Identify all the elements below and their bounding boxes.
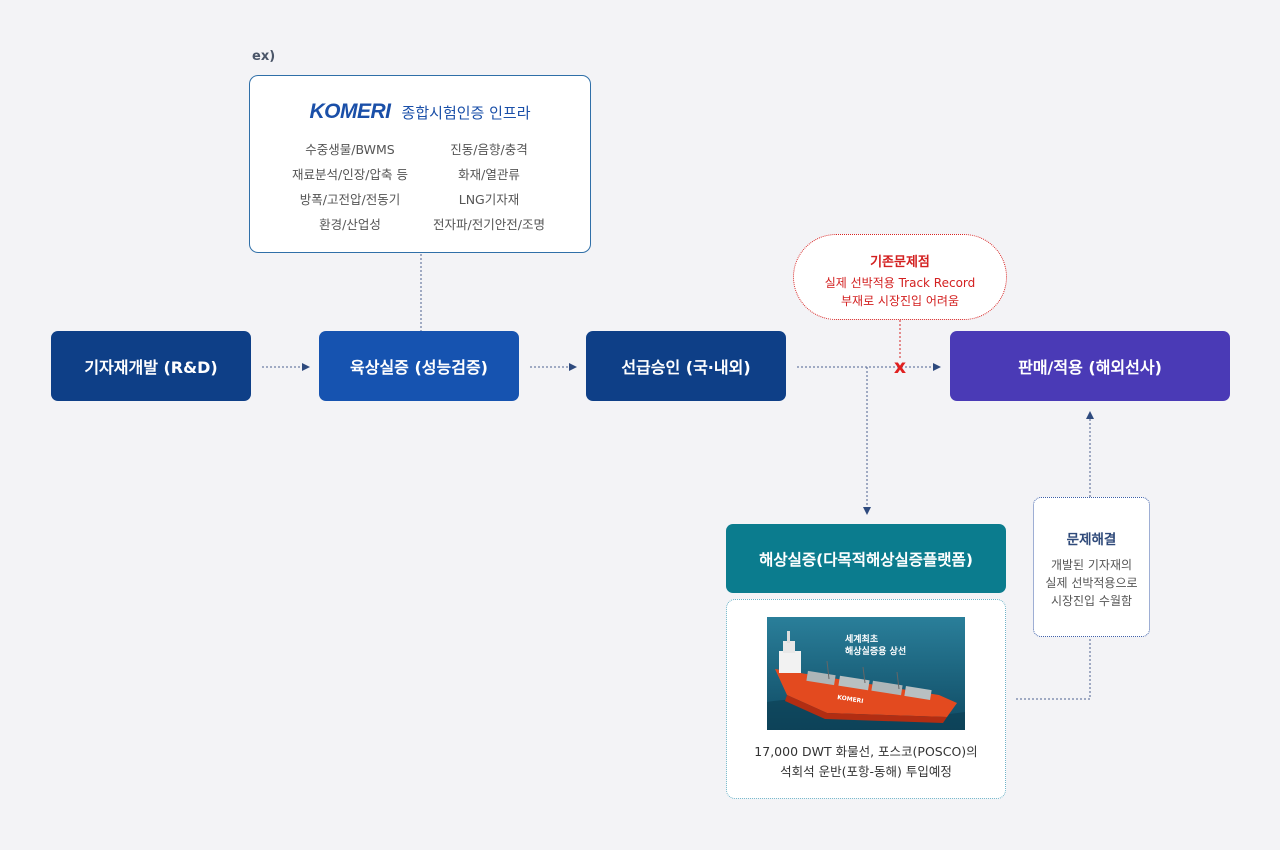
connector-sea-to-solution bbox=[1016, 637, 1091, 700]
ship-image-caption-1: 세계최초 bbox=[845, 633, 879, 645]
komeri-logo: KOMERI bbox=[309, 100, 391, 123]
infra-left-list: 수중생물/BWMS 재료분석/인장/압축 등 방폭/고전압/전동기 환경/산업성 bbox=[270, 137, 430, 237]
step-class-approval: 선급승인 (국·내외) bbox=[586, 331, 786, 401]
infra-item: 전자파/전기안전/조명 bbox=[433, 217, 545, 232]
sea-test-box: KOMERI 세계최초 해상실증용 상선 17,000 DWT 화물선, 포스코… bbox=[726, 599, 1006, 799]
problem-line: 부재로 시장진입 어려움 bbox=[840, 294, 960, 308]
infra-title-row: KOMERI 종합시험인증 인프라 bbox=[250, 100, 590, 124]
infra-item: 화재/열관류 bbox=[458, 167, 520, 182]
problem-bubble: 기존문제점 실제 선박적용 Track Record 부재로 시장진입 어려움 bbox=[793, 234, 1007, 320]
ship-image: KOMERI 세계최초 해상실증용 상선 bbox=[767, 617, 965, 730]
infra-item: 수중생물/BWMS bbox=[305, 142, 395, 157]
solution-line: 개발된 기자재의 bbox=[1050, 558, 1133, 572]
infra-item: 재료분석/인장/압축 등 bbox=[292, 167, 408, 182]
solution-description: 개발된 기자재의 실제 선박적용으로 시장진입 수월함 bbox=[1034, 556, 1149, 610]
sea-test-title: 해상실증(다목적해상실증플랫폼) bbox=[726, 524, 1006, 593]
blocked-x-mark: x bbox=[894, 356, 906, 378]
infra-item: LNG기자재 bbox=[458, 192, 520, 207]
solution-line: 실제 선박적용으로 bbox=[1045, 576, 1138, 590]
infra-item: 환경/산업성 bbox=[319, 217, 381, 232]
infra-item: 진동/음향/충격 bbox=[450, 142, 528, 157]
ship-caption: 17,000 DWT 화물선, 포스코(POSCO)의 석회석 운반(포항-동해… bbox=[727, 742, 1005, 782]
infra-right-list: 진동/음향/충격 화재/열관류 LNG기자재 전자파/전기안전/조명 bbox=[409, 137, 569, 237]
ship-caption-line: 17,000 DWT 화물선, 포스코(POSCO)의 bbox=[754, 744, 978, 759]
ship-caption-line: 석회석 운반(포항-동해) 투입예정 bbox=[780, 764, 952, 779]
solution-box: 문제해결 개발된 기자재의 실제 선박적용으로 시장진입 수월함 bbox=[1033, 497, 1150, 637]
problem-line: 실제 선박적용 Track Record bbox=[824, 276, 976, 290]
solution-line: 시장진입 수월함 bbox=[1050, 594, 1133, 608]
example-label: ex) bbox=[252, 49, 276, 64]
step-rnd: 기자재개발 (R&D) bbox=[51, 331, 251, 401]
solution-title: 문제해결 bbox=[1066, 532, 1117, 548]
infra-title: 종합시험인증 인프라 bbox=[401, 103, 531, 122]
step-sales: 판매/적용 (해외선사) bbox=[950, 331, 1230, 401]
ship-image-caption-2: 해상실증용 상선 bbox=[845, 645, 906, 657]
test-infrastructure-box: KOMERI 종합시험인증 인프라 수중생물/BWMS 재료분석/인장/압축 등… bbox=[249, 75, 591, 253]
infra-item: 방폭/고전압/전동기 bbox=[299, 192, 401, 207]
ship-hull-label: KOMERI bbox=[837, 694, 864, 705]
problem-description: 실제 선박적용 Track Record 부재로 시장진입 어려움 bbox=[794, 274, 1006, 310]
step-land-test: 육상실증 (성능검증) bbox=[319, 331, 519, 401]
problem-title: 기존문제점 bbox=[870, 255, 930, 270]
